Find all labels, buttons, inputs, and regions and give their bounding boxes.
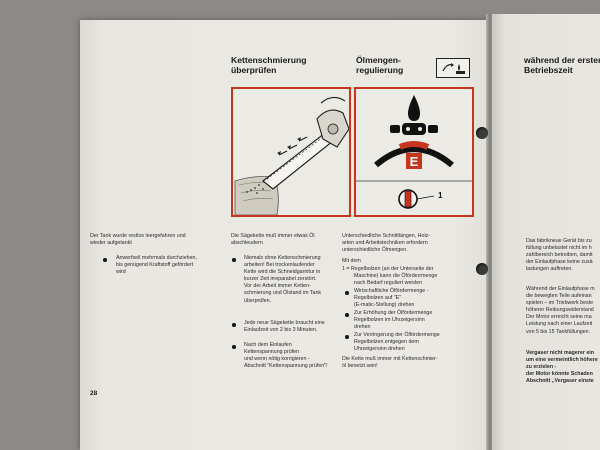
oil-regulation-diagram: E 1 — [354, 87, 474, 217]
chain-icon — [390, 123, 438, 135]
bullet — [345, 335, 349, 339]
chainsaw-illustration — [231, 87, 351, 217]
col3-step-1: 1 = Regelbolzen (an der Unterseite der M… — [342, 266, 438, 287]
punch-hole-bottom — [476, 263, 488, 275]
page-number: 28 — [90, 390, 98, 397]
bullet — [103, 258, 107, 262]
label-e: E — [410, 154, 419, 169]
col3-intro: Unterschiedliche Schnittlängen, Holz-art… — [342, 233, 431, 254]
col1-bullet-1: Anwerfseil mehrmals durchziehen,bis genü… — [116, 255, 197, 276]
bullet — [232, 258, 236, 262]
page-gutter — [486, 14, 494, 450]
right-page — [492, 14, 600, 450]
punch-hole-top — [476, 127, 488, 139]
col3-mit-dem: Mit dem — [342, 258, 361, 264]
oil-drop-icon — [408, 95, 420, 121]
bullet — [232, 345, 236, 349]
adjust-bolt-icon — [398, 189, 418, 209]
oil-adjust-symbol-icon — [436, 58, 470, 78]
bullet — [345, 291, 349, 295]
bullet — [345, 313, 349, 317]
label-1: 1 — [438, 191, 443, 200]
col3-step-2: Wirtschaftliche Ölfördermenge -Regelbolz… — [354, 288, 429, 309]
heading-oelmengen: Ölmengen-regulierung — [356, 55, 404, 75]
bullet — [232, 323, 236, 327]
col3-closing: Die Kette muß immer mit Kettenschmier-öl… — [342, 356, 438, 370]
